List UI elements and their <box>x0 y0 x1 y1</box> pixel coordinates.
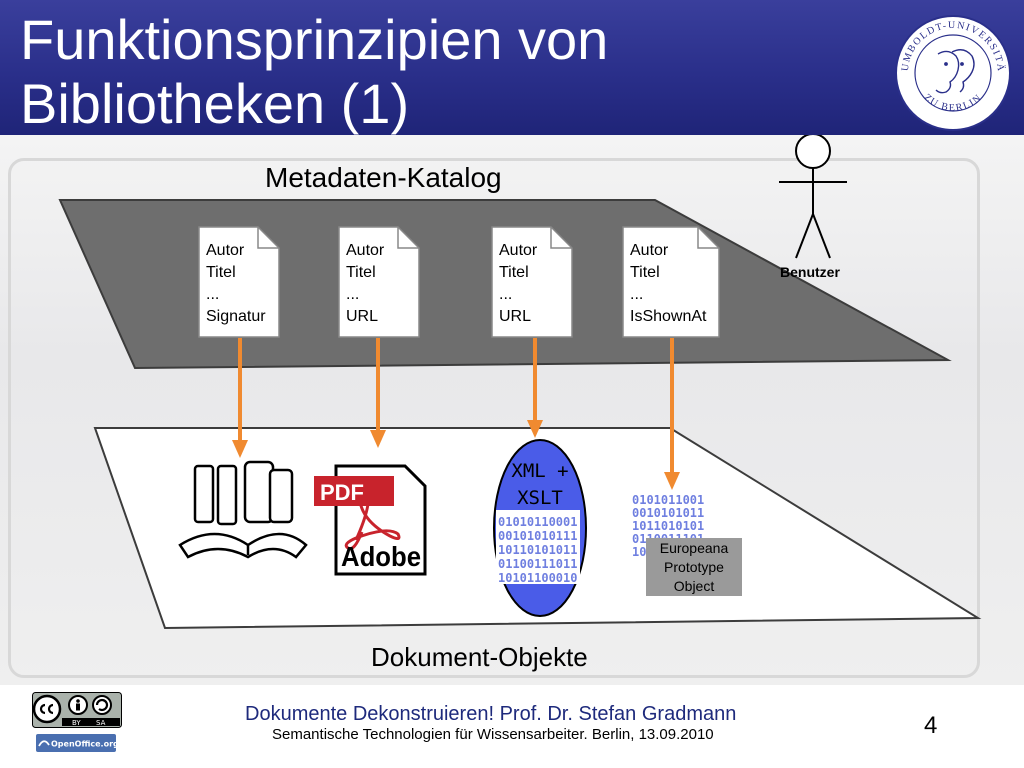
europeana-label-line: Prototype <box>664 559 724 575</box>
binary-row: 0010101011 <box>632 506 704 520</box>
content-frame <box>8 158 980 678</box>
cc-by-text: BY <box>72 719 81 727</box>
card-line: Autor <box>499 242 538 259</box>
metadata-card: Autor Titel ... IsShownAt <box>622 226 720 338</box>
slide-title: Funktionsprinzipien von Bibliotheken (1) <box>20 8 608 136</box>
books-icon <box>178 460 308 559</box>
xml-xslt-label: XML + XSLT <box>495 458 585 512</box>
document-icon <box>198 226 280 338</box>
europeana-label: Europeana Prototype Object <box>646 538 742 596</box>
document-icon <box>491 226 573 338</box>
europeana-label-line: Object <box>673 578 715 594</box>
page-number: 4 <box>924 712 938 739</box>
objects-label: Dokument-Objekte <box>371 642 588 672</box>
title-bar: Funktionsprinzipien von Bibliotheken (1)… <box>0 0 1024 135</box>
seal-portraits-icon <box>935 49 975 94</box>
document-icon <box>338 226 420 338</box>
catalog-label: Metadaten-Katalog <box>265 162 502 193</box>
cc-sa-text: SA <box>96 719 106 727</box>
openoffice-badge: OpenOffice.org <box>36 734 116 752</box>
attribution-icon <box>76 699 80 711</box>
pdf-label: PDF <box>320 480 364 505</box>
card-line: IsShownAt <box>630 308 707 325</box>
binary-row: 1011010101 <box>632 519 704 533</box>
binary-row: 00101010111 <box>498 529 577 543</box>
card-line: Titel <box>499 264 529 281</box>
openoffice-gull-icon <box>38 740 50 747</box>
binary-row: 0101011001 <box>632 493 704 507</box>
cc-by-sa-badge: BY SA <box>32 692 122 728</box>
metadata-card: Autor Titel ... Signatur <box>198 226 280 338</box>
share-alike-icon <box>95 698 109 712</box>
binary-row: 10101100010 <box>498 571 577 585</box>
metadata-card: Autor Titel ... URL <box>338 226 420 338</box>
footer-title: Dokumente Dekonstruieren! Prof. Dr. Stef… <box>245 703 737 725</box>
card-line: URL <box>499 308 532 325</box>
university-seal-logo: HUMBOLDT-UNIVERSITÄT ZU BERLIN <box>894 14 1011 131</box>
card-line: Titel <box>630 264 660 281</box>
arrows <box>232 338 680 490</box>
xml-binary-text: 0101011000100101010111101101010110110011… <box>498 515 577 585</box>
card-line: ... <box>630 286 644 303</box>
card-line: Titel <box>346 264 376 281</box>
card-line: ... <box>346 286 360 303</box>
xml-binary-block <box>496 510 580 584</box>
xml-label-line: XML + <box>511 460 569 482</box>
document-icon <box>622 226 720 338</box>
binary-row: 10110101011 <box>498 543 577 557</box>
card-line: URL <box>346 308 379 325</box>
binary-row: 01010110001 <box>498 515 577 529</box>
openoffice-text: OpenOffice.org <box>51 740 116 749</box>
pdf-adobe-icon <box>314 464 427 576</box>
slide-title-line-2: Bibliotheken (1) <box>20 72 410 135</box>
binary-row: 01100111011 <box>498 557 577 571</box>
cc-icon <box>39 703 54 715</box>
metadata-card: Autor Titel ... URL <box>491 226 573 338</box>
diagram-canvas: PDF Adobe 010101100010010101011110110101… <box>58 135 982 630</box>
card-line: Autor <box>206 242 245 259</box>
footer-subtitle: Semantische Technologien für Wissensarbe… <box>272 726 714 743</box>
card-line: ... <box>206 286 220 303</box>
card-line: Titel <box>206 264 236 281</box>
europeana-label-line: Europeana <box>659 540 729 556</box>
adobe-label: Adobe <box>341 541 421 572</box>
user-label: Benutzer <box>780 264 840 280</box>
slide-title-line-1: Funktionsprinzipien von <box>20 8 609 71</box>
card-line: ... <box>499 286 513 303</box>
xml-label-line: XSLT <box>517 487 563 509</box>
card-line: Signatur <box>206 308 266 325</box>
user-icon <box>779 135 847 259</box>
card-line: Autor <box>630 242 669 259</box>
card-line: Autor <box>346 242 385 259</box>
